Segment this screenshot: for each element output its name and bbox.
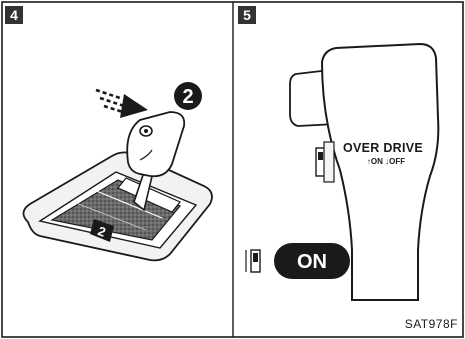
panel-5-number: 5 [243, 7, 251, 23]
step-badge-number: 2 [182, 86, 193, 108]
figure-code: SAT978F [405, 317, 458, 331]
panel-4-number: 4 [10, 7, 18, 23]
step-badge: 2 [174, 82, 202, 110]
overdrive-states: ↑ON ↓OFF [367, 157, 405, 166]
overdrive-title: OVER DRIVE [343, 141, 423, 155]
on-badge-label: ON [297, 251, 327, 273]
overdrive-switch-icon [316, 142, 334, 182]
